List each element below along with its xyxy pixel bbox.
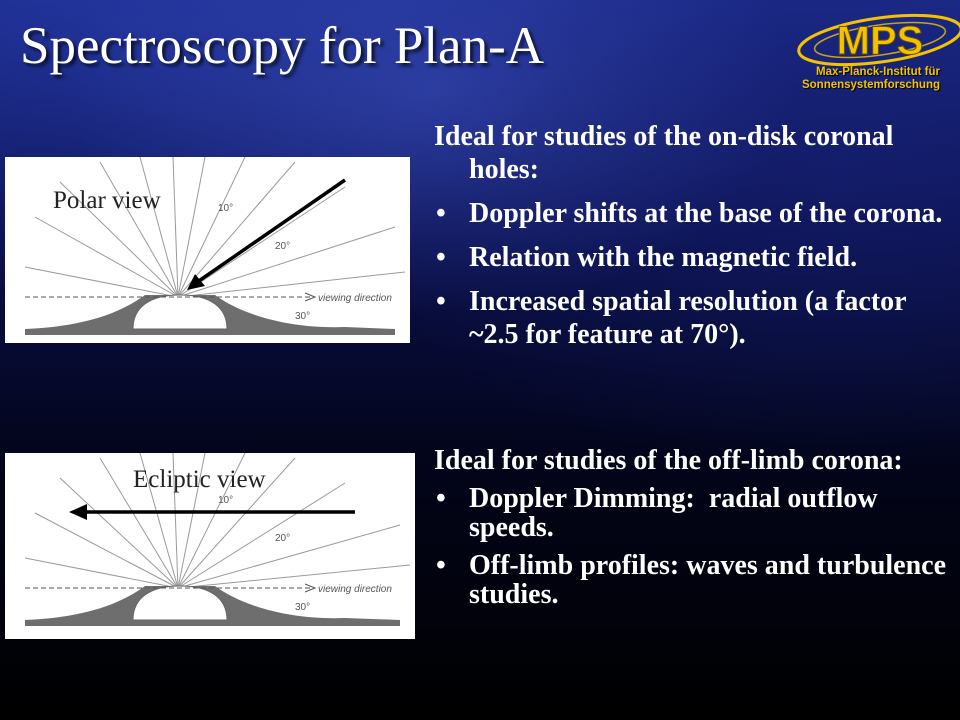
section-on-disk-heading: Ideal for studies of the on-disk coronal… <box>434 121 894 185</box>
polar-view-diagram: viewing direction 10° 20° 30° <box>24 157 406 335</box>
list-item-text: Doppler shifts at the base of the corona… <box>469 198 943 229</box>
ecliptic-angle-20: 20° <box>275 533 290 544</box>
logo-line-2: Sonnensystemforschung <box>801 79 940 91</box>
list-item: • Increased spatial resolution (a factor… <box>434 285 954 351</box>
logo-line-1: Max-Planck-Institut für <box>816 66 940 78</box>
slide-title: Spectroscopy for Plan-A <box>20 17 544 75</box>
list-item: • Relation with the magnetic field. <box>434 241 954 274</box>
ecliptic-view-figure: viewing direction 10° 20° 30° Ecliptic v… <box>5 453 415 639</box>
bullet-symbol: • <box>436 198 446 229</box>
polar-angle-30: 30° <box>295 311 310 322</box>
ecliptic-view-label: Ecliptic view <box>133 466 266 493</box>
list-item: • Off-limb profiles: waves and turbulenc… <box>434 551 954 609</box>
bullet-symbol: • <box>436 483 446 514</box>
logo-acronym: MPS <box>837 19 924 63</box>
polar-direction-label: viewing direction <box>318 293 392 304</box>
polar-view-label: Polar view <box>53 187 161 214</box>
section-off-limb: Ideal for studies of the off-limb corona… <box>434 446 954 609</box>
ecliptic-direction-label: viewing direction <box>318 584 392 595</box>
section-on-disk-list: • Doppler shifts at the base of the coro… <box>434 197 954 351</box>
mps-logo-mark: MPS <box>797 13 960 67</box>
section-off-limb-list: • Doppler Dimming: radial outflow speeds… <box>434 484 954 609</box>
bullet-symbol: • <box>436 242 446 273</box>
ecliptic-angle-30: 30° <box>295 602 310 613</box>
ecliptic-view-diagram: viewing direction 10° 20° 30° <box>24 453 411 626</box>
list-item-text: Doppler Dimming: radial outflow speeds. <box>469 483 885 543</box>
polar-angle-10: 10° <box>218 203 233 214</box>
mps-logo: MPS Max-Planck-Institut für Sonnensystem… <box>784 2 960 100</box>
polar-view-figure: viewing direction 10° 20° 30° Polar view <box>5 157 410 343</box>
list-item: • Doppler Dimming: radial outflow speeds… <box>434 484 954 542</box>
list-item-text: Relation with the magnetic field. <box>469 242 858 273</box>
polar-angle-20: 20° <box>275 241 290 252</box>
list-item: • Doppler shifts at the base of the coro… <box>434 197 954 230</box>
ecliptic-arrow-head <box>69 504 87 520</box>
list-item-text: Increased spatial resolution (a factor ~… <box>469 286 907 350</box>
polar-arrow-head <box>187 274 205 290</box>
bullet-symbol: • <box>436 286 446 317</box>
ecliptic-angle-10: 10° <box>218 495 233 506</box>
bullet-symbol: • <box>436 550 446 581</box>
section-on-disk: Ideal for studies of the on-disk coronal… <box>434 120 954 351</box>
list-item-text: Off-limb profiles: waves and turbulence … <box>469 550 947 610</box>
section-off-limb-heading: Ideal for studies of the off-limb corona… <box>434 445 903 476</box>
